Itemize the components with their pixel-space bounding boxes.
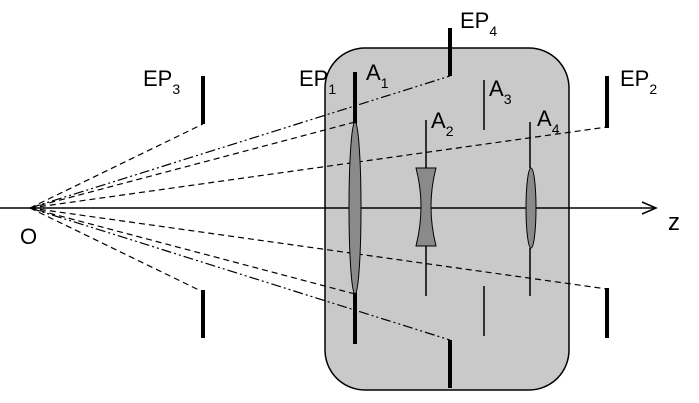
ray-to-ep2-bottom — [29, 207, 608, 290]
label-a2: A2 — [431, 108, 454, 139]
ray-to-a1-top — [29, 121, 356, 209]
lenses — [348, 121, 537, 295]
label-ep2: EP2 — [620, 66, 657, 97]
label-ep4: EP4 — [460, 8, 497, 39]
axis-arrowhead — [641, 201, 658, 215]
dashed-rays — [29, 121, 608, 295]
optical-axis — [0, 201, 658, 215]
converging-lens-a4 — [525, 167, 537, 249]
label-ep3: EP3 — [143, 66, 180, 97]
label-a4: A4 — [537, 106, 560, 137]
ray-to-ep4-top — [29, 75, 451, 209]
ray-to-a1-bottom — [29, 207, 356, 295]
label-z-axis: z — [668, 209, 680, 236]
labels: EP3 EP1 A1 EP4 A3 A2 A4 EP2 O z — [20, 8, 680, 249]
internal-apertures — [425, 80, 531, 336]
label-origin: O — [20, 224, 37, 249]
ray-to-ep3-top — [29, 123, 204, 209]
ray-to-ep3-bottom — [29, 207, 204, 293]
ray-to-ep2-top — [29, 126, 608, 209]
ray-to-ep4-bottom — [29, 207, 451, 341]
diverging-lens-a2 — [415, 167, 437, 247]
label-a3: A3 — [489, 76, 512, 107]
label-ep1: EP1 — [299, 66, 336, 97]
label-a1: A1 — [366, 60, 389, 91]
entrance-pupils — [201, 28, 609, 388]
converging-lens-a1 — [348, 121, 362, 295]
lens-system-housing — [324, 47, 570, 391]
dash-dot-rays — [29, 75, 451, 341]
